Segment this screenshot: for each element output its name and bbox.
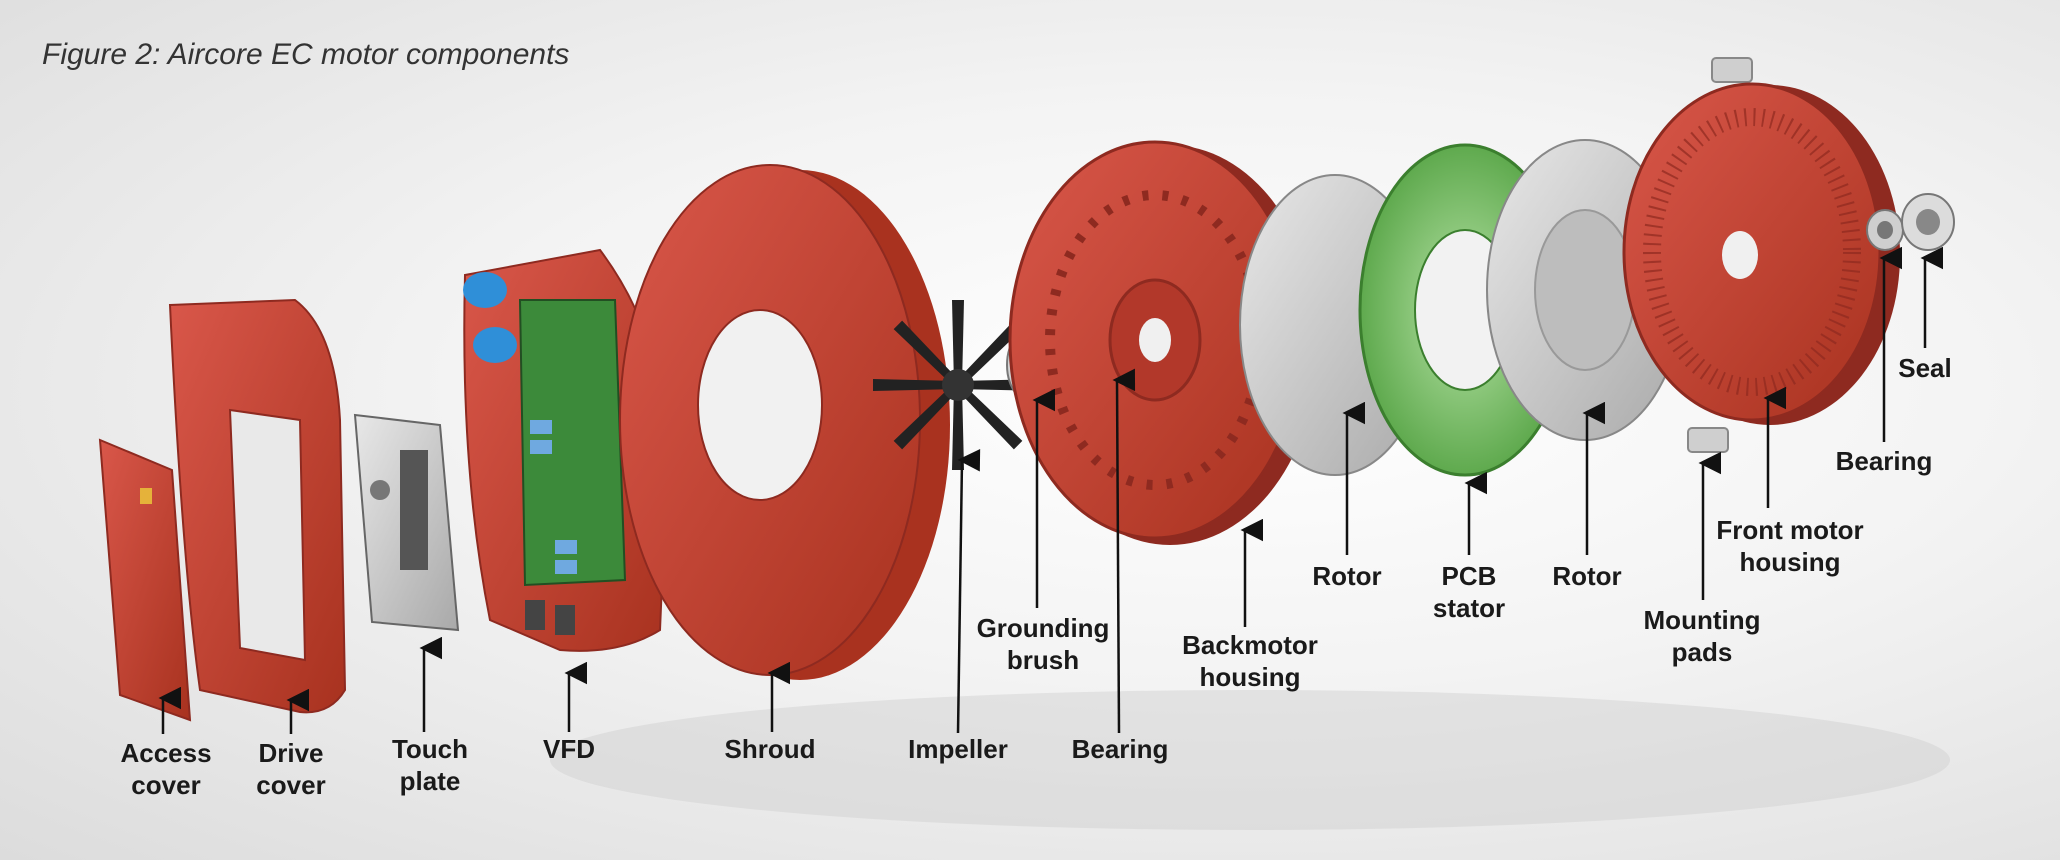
label-front-motor-housing: Front motor housing <box>1716 514 1863 578</box>
label-vfd: VFD <box>543 733 595 765</box>
arrow-impeller <box>958 460 962 733</box>
label-drive-cover: Drive cover <box>256 737 325 801</box>
label-mounting-pads: Mounting pads <box>1644 604 1761 668</box>
label-pcb-stator: PCB stator <box>1433 560 1505 624</box>
touch-plate-part <box>355 415 458 630</box>
label-rotor-back: Rotor <box>1312 560 1381 592</box>
shroud-part <box>620 165 950 680</box>
label-seal: Seal <box>1898 352 1952 384</box>
label-bearing-front: Bearing <box>1836 445 1933 477</box>
label-shroud: Shroud <box>725 733 816 765</box>
label-back-motor-housing: Backmotor housing <box>1182 629 1318 693</box>
label-access-cover: Access cover <box>120 737 211 801</box>
seal-part <box>1902 194 1954 250</box>
label-impeller: Impeller <box>908 733 1008 765</box>
drive-cover-part <box>170 300 345 712</box>
access-cover-part <box>100 440 190 720</box>
figure-title: Figure 2: Aircore EC motor components <box>42 38 569 72</box>
label-bearing-back: Bearing <box>1072 733 1169 765</box>
label-grounding-brush: Grounding brush <box>977 612 1110 676</box>
bearing-front-part <box>1867 210 1903 250</box>
label-rotor-front: Rotor <box>1552 560 1621 592</box>
label-touch-plate: Touch plate <box>392 733 468 797</box>
front-motor-housing-part <box>1624 84 1900 425</box>
